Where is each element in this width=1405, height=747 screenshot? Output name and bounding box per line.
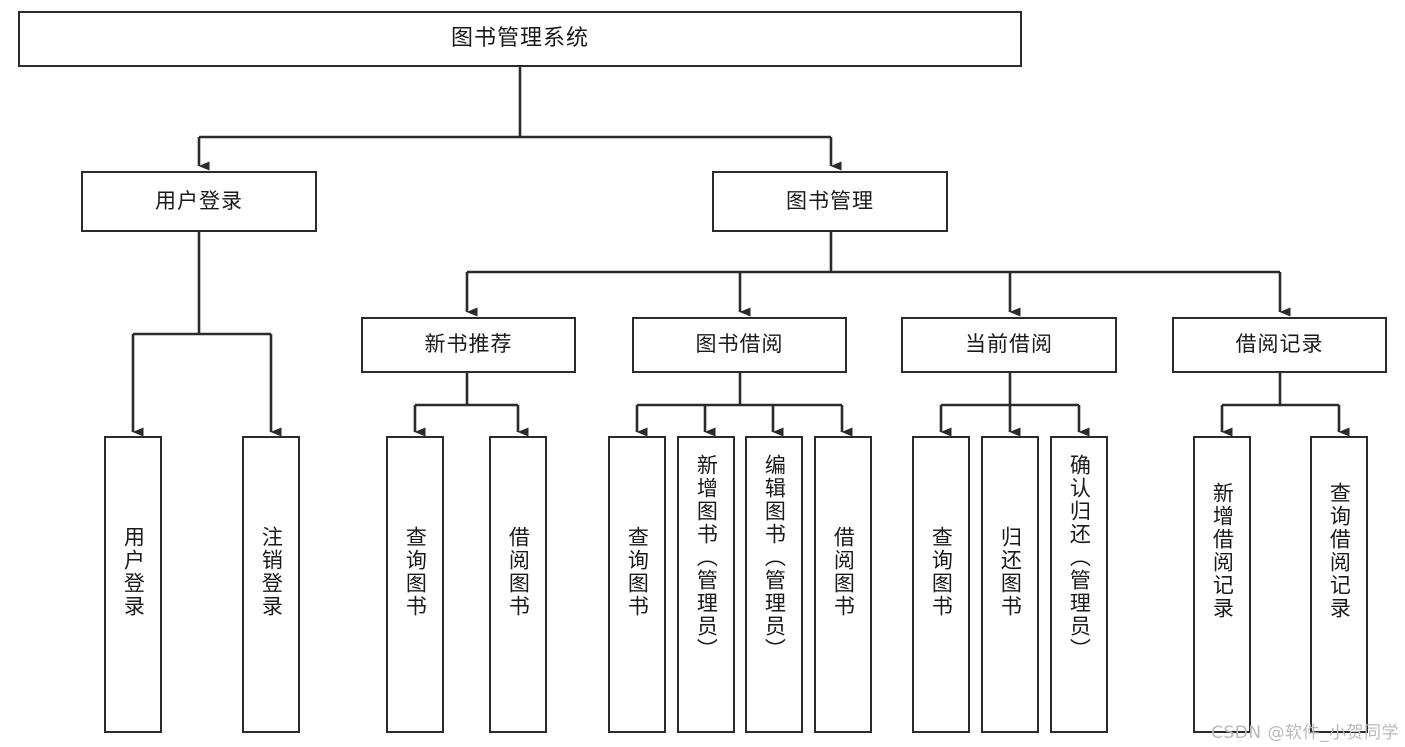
node-borrow-record[interactable]: 借阅记录 <box>1172 317 1387 373</box>
node-leaf-borrow-add[interactable]: 新增图书（管理员） <box>677 436 735 733</box>
node-root-label: 图书管理系统 <box>450 25 589 51</box>
node-leaf-rec-add[interactable]: 新增借阅记录 <box>1193 436 1251 733</box>
node-user-login-label: 用户登录 <box>155 188 243 213</box>
node-leaf-rec-borrow[interactable]: 借阅图书 <box>489 436 547 733</box>
node-leaf-borrow-edit-label: 编辑图书（管理员） <box>762 454 787 661</box>
node-current-borrow[interactable]: 当前借阅 <box>901 317 1117 373</box>
node-leaf-borrow-lend[interactable]: 借阅图书 <box>814 436 872 733</box>
node-book-borrow[interactable]: 图书借阅 <box>632 317 847 373</box>
node-leaf-rec-query[interactable]: 查询图书 <box>386 436 444 733</box>
node-leaf-borrow-add-label: 新增图书（管理员） <box>694 454 719 661</box>
node-leaf-user-login-label: 用户登录 <box>121 526 146 618</box>
node-leaf-cur-query-label: 查询图书 <box>929 526 954 618</box>
node-leaf-cur-return-label: 归还图书 <box>998 526 1023 618</box>
node-leaf-rec-query2[interactable]: 查询借阅记录 <box>1310 436 1368 733</box>
node-leaf-borrow-lend-label: 借阅图书 <box>831 526 856 618</box>
node-current-borrow-label: 当前借阅 <box>965 332 1053 357</box>
node-leaf-user-login[interactable]: 用户登录 <box>104 436 162 733</box>
node-book-borrow-label: 图书借阅 <box>695 332 784 357</box>
node-leaf-rec-query2-label: 查询借阅记录 <box>1327 482 1352 620</box>
node-root[interactable]: 图书管理系统 <box>18 11 1022 67</box>
node-leaf-borrow-query-label: 查询图书 <box>625 526 650 618</box>
node-leaf-borrow-edit[interactable]: 编辑图书（管理员） <box>745 436 803 733</box>
node-leaf-cur-return[interactable]: 归还图书 <box>981 436 1039 733</box>
node-leaf-rec-borrow-label: 借阅图书 <box>506 526 531 618</box>
node-leaf-cur-query[interactable]: 查询图书 <box>912 436 970 733</box>
node-book-manage-label: 图书管理 <box>786 188 874 213</box>
node-borrow-record-label: 借阅记录 <box>1235 332 1324 357</box>
watermark-text: CSDN @软件_小贺同学 <box>1211 723 1399 743</box>
node-new-book-rec-label: 新书推荐 <box>424 332 513 357</box>
node-leaf-cur-confirm-label: 确认归还（管理员） <box>1067 454 1092 661</box>
node-leaf-rec-query-label: 查询图书 <box>403 526 428 618</box>
node-leaf-borrow-query[interactable]: 查询图书 <box>608 436 666 733</box>
node-leaf-rec-add-label: 新增借阅记录 <box>1210 482 1235 620</box>
node-user-login[interactable]: 用户登录 <box>81 171 317 232</box>
node-leaf-cur-confirm[interactable]: 确认归还（管理员） <box>1050 436 1108 733</box>
node-new-book-rec[interactable]: 新书推荐 <box>361 317 576 373</box>
node-leaf-user-logout[interactable]: 注销登录 <box>242 436 300 733</box>
node-book-manage[interactable]: 图书管理 <box>712 171 948 232</box>
node-leaf-user-logout-label: 注销登录 <box>259 526 284 618</box>
